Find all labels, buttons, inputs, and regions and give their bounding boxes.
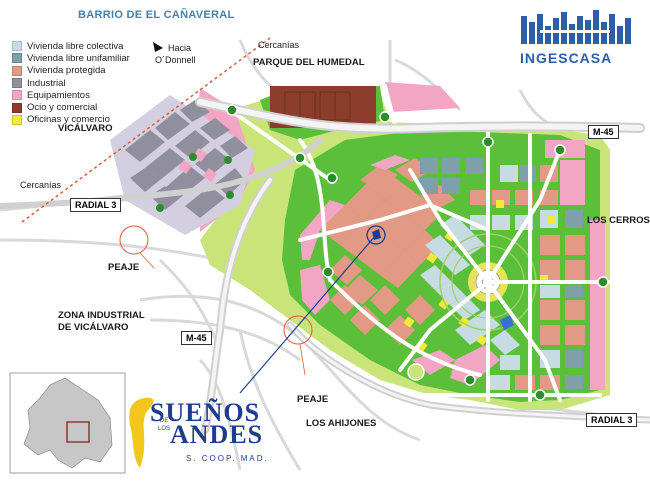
- suenos-logo-los: LOS: [158, 426, 171, 432]
- direction-arrow-icon: [153, 42, 163, 52]
- peaje-label-2: PEAJE: [297, 394, 329, 405]
- legend-item: Vivienda libre unifamiliar: [12, 52, 130, 64]
- legend-label: Oficinas y comercio: [27, 114, 110, 126]
- legend-swatch: [12, 65, 22, 76]
- cercanias-label-left: Cercanías: [20, 180, 62, 190]
- cercanias-label-top: Cercanías: [258, 40, 300, 50]
- legend-label: Equipamientos: [27, 89, 90, 101]
- inset-highlight-box: [66, 421, 90, 443]
- andes-logo-text: ANDES: [170, 420, 264, 449]
- legend-swatch: [12, 53, 22, 64]
- madrid-inset-map: [9, 372, 126, 474]
- ingescasa-logo: INGESCASA: [520, 50, 613, 66]
- m45-highway: [0, 97, 650, 434]
- hacia-label-1: Hacia: [168, 43, 192, 53]
- residential-blocks: [320, 158, 585, 390]
- legend-label: Vivienda libre colectiva: [27, 40, 124, 52]
- vicalvaro-label: VICÁLVARO: [58, 123, 113, 134]
- legend-item: Ocio y comercial: [12, 101, 130, 113]
- main-roads: [228, 84, 612, 402]
- legend-swatch: [12, 114, 22, 125]
- los-ahijones-label: LOS AHIJONES: [306, 418, 377, 429]
- legend-item: Oficinas y comercio: [12, 114, 130, 126]
- suenos-logo-swoosh-icon: [129, 397, 154, 468]
- peaje-circle-left: [119, 225, 149, 255]
- radial3-sign-right: RADIAL 3: [586, 413, 638, 427]
- legend-item: Industrial: [12, 77, 130, 89]
- legend-item: Vivienda protegida: [12, 65, 130, 77]
- suenos-logo-de: DE: [160, 418, 169, 424]
- m45-sign-right: M-45: [588, 125, 619, 139]
- peaje-circle-right: [283, 315, 313, 345]
- map-title: BARRIO DE EL CAÑAVERAL: [78, 9, 235, 21]
- legend-label: Vivienda libre unifamiliar: [27, 52, 130, 64]
- legend-swatch: [12, 90, 22, 101]
- zona-industrial-label-1: ZONA INDUSTRIAL: [58, 310, 145, 321]
- legend-item: Equipamientos: [12, 89, 130, 101]
- zona-industrial-label-2: DE VICÁLVARO: [58, 322, 129, 333]
- peaje-label-1: PEAJE: [108, 262, 140, 273]
- location-pointer-line: [239, 234, 377, 394]
- radial3-sign-left: RADIAL 3: [70, 198, 122, 212]
- legend-swatch: [12, 41, 22, 52]
- legend-swatch: [12, 78, 22, 89]
- location-marker: [366, 225, 386, 245]
- legend-label: Vivienda protegida: [27, 65, 106, 77]
- coop-logo-text: S. COOP. MAD.: [186, 454, 269, 463]
- legend-label: Ocio y comercial: [27, 102, 98, 114]
- suenos-logo-text: SUEÑOS: [150, 398, 261, 427]
- legend-item: Vivienda libre colectiva: [12, 40, 130, 52]
- oficinas-blocks: [403, 200, 556, 352]
- parque-humedal-label: PARQUE DEL HUMEDAL: [253, 57, 365, 68]
- roundabouts: [226, 104, 609, 401]
- los-cerros-label: LOS CERROS: [587, 215, 650, 226]
- legend-swatch: [12, 102, 22, 113]
- legend-label: Industrial: [27, 77, 66, 89]
- ingescasa-logo-icon: [521, 10, 631, 44]
- hacia-label-2: O´Donnell: [155, 55, 196, 65]
- m45-sign-left: M-45: [181, 331, 212, 345]
